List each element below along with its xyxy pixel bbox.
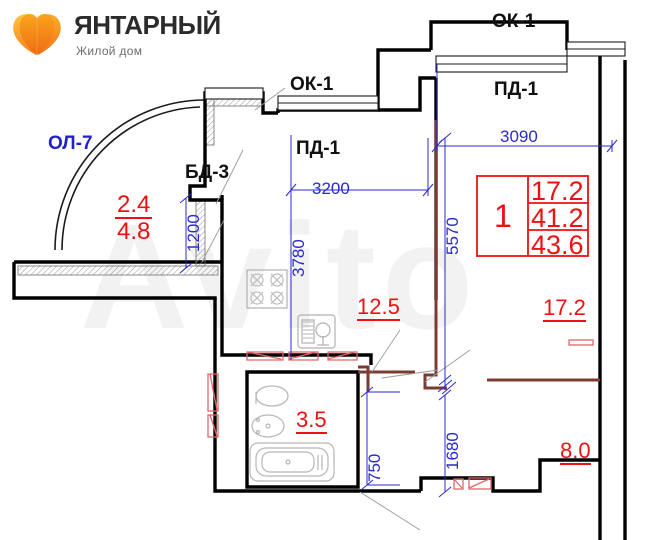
dimension-3780: 3780 [289, 239, 308, 277]
window-openings [204, 41, 626, 111]
kitchen-fixtures [246, 269, 336, 349]
apartment-table-box [476, 175, 589, 257]
reference-leader-lines [201, 87, 471, 531]
dimension-3200: 3200 [312, 179, 350, 198]
label-ol-7: ОЛ-7 [48, 133, 93, 154]
brand-name: ЯНТАРНЫЙ [74, 10, 221, 40]
label-ok-1-top-right: ОК-1 [492, 11, 536, 32]
balcony-arc [54, 99, 206, 251]
balcony-area-denominator: 4.8 [117, 218, 151, 246]
dimension-750: 750 [365, 453, 384, 482]
balcony-area-fraction: 2.4 4.8 [115, 191, 153, 246]
dimension-lines [179, 64, 618, 498]
table-room-count: 1 [494, 198, 512, 234]
dimension-1200: 1200 [184, 214, 203, 252]
dimension-3090: 3090 [500, 127, 538, 146]
label-bd-3: БД-3 [185, 162, 230, 183]
dimension-1680: 1680 [443, 432, 462, 470]
interior-partitions [358, 120, 600, 392]
label-pd-1-left: ПД-1 [296, 138, 341, 159]
heart-petals-icon [13, 13, 61, 55]
table-area-without-balcony: 41.2 [531, 203, 584, 233]
table-total-area: 43.6 [531, 230, 584, 260]
dimension-5570: 5570 [443, 217, 462, 255]
area-bathroom: 3.5 [296, 407, 327, 434]
table-living-area: 17.2 [531, 176, 584, 206]
area-room-right-bottom: 8.0 [560, 438, 591, 465]
bathroom-fixtures [249, 385, 335, 482]
label-ok-1-top-left: ОК-1 [290, 74, 334, 95]
area-room-right-top: 17.2 [543, 295, 586, 322]
watermark: Avito [80, 192, 480, 360]
area-kitchen-living: 12.5 [357, 294, 400, 321]
balcony-area-numerator: 2.4 [115, 191, 153, 220]
brand-logo: ЯНТАРНЫЙ Жилой дом [8, 6, 221, 66]
label-pd-1-right: ПД-1 [494, 79, 539, 100]
brand-tagline: Жилой дом [76, 44, 143, 58]
door-swings [207, 339, 594, 490]
